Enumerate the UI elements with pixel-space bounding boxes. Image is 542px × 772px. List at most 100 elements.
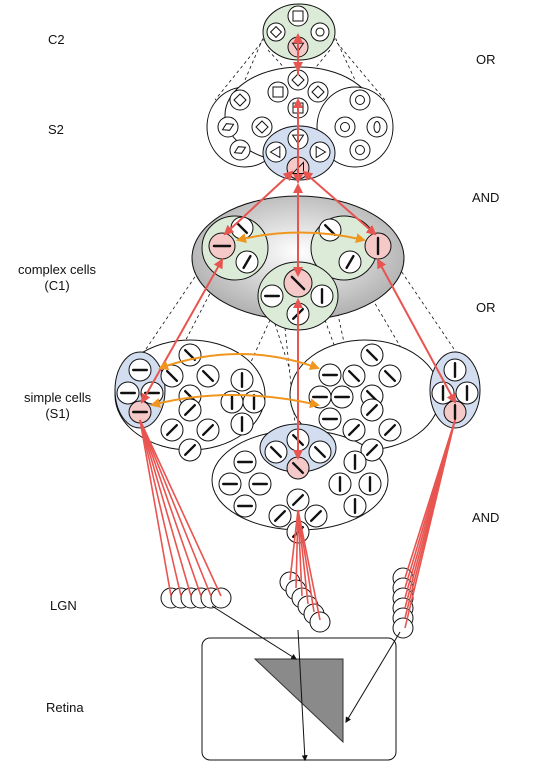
c1-cell <box>310 284 334 308</box>
diamond-icon <box>291 73 305 87</box>
s1-cell <box>196 364 220 388</box>
feedforward-arrows <box>141 33 456 460</box>
square-icon <box>272 86 284 98</box>
label-complex-cells-line1: complex cells <box>18 262 97 277</box>
lgn-cell <box>309 611 331 633</box>
s2-cell <box>229 89 251 111</box>
red-arrow <box>377 258 456 404</box>
diamond-icon <box>311 85 325 99</box>
s1-cell <box>304 504 328 528</box>
rhombus-icon <box>221 123 235 131</box>
label-s2: S2 <box>48 122 64 137</box>
label-complex-cells: complex cells (C1) <box>18 262 96 294</box>
bar45-icon <box>365 403 379 417</box>
circle-icon <box>315 27 325 37</box>
bar135-icon <box>365 348 379 362</box>
orange-arrow <box>158 353 320 371</box>
s1-cell <box>358 472 382 496</box>
s1-cell <box>160 418 184 442</box>
label-simple-cells-line1: simple cells <box>24 390 92 405</box>
s1-cell <box>268 504 292 528</box>
red-arrow <box>302 170 377 236</box>
c1-cell <box>230 216 254 240</box>
c2-cell <box>287 5 309 27</box>
s1-cell <box>178 438 202 462</box>
s1-cell <box>286 488 310 512</box>
ellipse-icon <box>373 121 381 133</box>
s1-selected-cell <box>286 456 310 480</box>
s1-cell <box>342 364 366 388</box>
lgn-line <box>139 419 182 597</box>
lgn-line <box>139 419 212 597</box>
operation-and-s2: AND <box>472 190 500 205</box>
projection-arrow <box>211 605 298 660</box>
c1-cell <box>318 218 342 242</box>
lgn-line <box>404 419 456 629</box>
s1-cell <box>248 472 272 496</box>
label-retina: Retina <box>46 700 84 715</box>
triangle-icon <box>315 145 327 159</box>
s2-cell <box>229 139 251 161</box>
lgn-line <box>297 509 303 597</box>
c1-cell <box>235 250 259 274</box>
lgn-line <box>139 419 202 597</box>
pooling-line <box>327 21 356 81</box>
c1-selected-cell <box>364 232 392 260</box>
bar45-icon <box>165 423 179 437</box>
label-simple-cells-line2: (S1) <box>45 406 70 421</box>
label-simple-cells: simple cells (S1) <box>24 390 91 422</box>
projection-arrow <box>297 629 308 762</box>
s1-cell <box>233 494 257 518</box>
bar60-icon <box>242 254 252 270</box>
lgn-line <box>295 509 299 589</box>
s2-cell <box>349 89 371 111</box>
circle-icon <box>355 95 365 105</box>
diamond-icon <box>269 25 283 39</box>
bar135-icon <box>313 445 327 459</box>
lgn-left-group <box>160 587 232 609</box>
c1-selected-cell <box>283 268 313 298</box>
lgn-right-group <box>392 567 414 639</box>
s2-cell <box>265 141 287 163</box>
bar135-icon <box>290 275 306 291</box>
lgn-line <box>139 419 222 597</box>
bar135-icon <box>269 445 283 459</box>
diamond-icon <box>233 93 247 107</box>
s1-cell <box>218 472 242 496</box>
s1-cell <box>128 358 152 382</box>
bar45-icon <box>201 423 215 437</box>
s2-cell <box>267 81 289 103</box>
s2-cell <box>309 141 331 163</box>
diamond-icon <box>255 120 269 134</box>
lgn-line <box>289 509 299 581</box>
operation-or-top: OR <box>476 52 496 67</box>
c2-cell <box>310 22 330 42</box>
s2-cell <box>307 81 329 103</box>
s1-selected-cell <box>128 400 152 424</box>
c2-cell <box>266 22 286 42</box>
bar45-icon <box>383 423 397 437</box>
s1-cell <box>360 438 384 462</box>
s1-selected-cell <box>443 400 467 424</box>
s1-cell <box>360 343 384 367</box>
s1-cell <box>308 440 332 464</box>
s2-cell <box>334 116 356 138</box>
lgn-cell <box>210 587 232 609</box>
bar135-icon <box>347 369 361 383</box>
s1-cell <box>264 440 288 464</box>
s1-cell <box>196 418 220 442</box>
square-icon <box>292 10 304 22</box>
red-arrow <box>223 170 294 236</box>
red-arrow <box>141 258 223 404</box>
s1-cell <box>378 418 402 442</box>
rhombus-icon <box>233 146 247 154</box>
s1-cell <box>230 368 254 392</box>
s2-cell <box>349 139 371 161</box>
s1-cell <box>178 343 202 367</box>
pooling-line <box>244 21 271 81</box>
bar45-icon <box>347 423 361 437</box>
s2-cell <box>217 116 239 138</box>
s2-cell <box>287 69 309 91</box>
bar60-icon <box>345 254 355 270</box>
